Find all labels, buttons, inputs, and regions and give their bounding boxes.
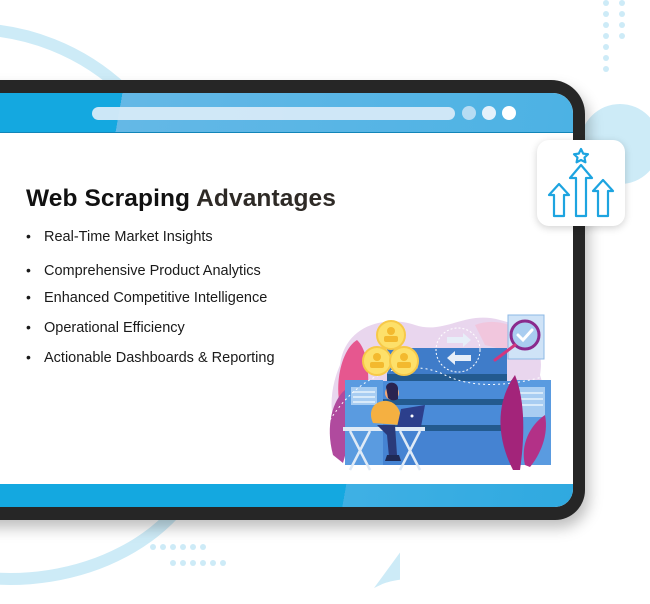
list-item-label: Actionable Dashboards & Reporting — [44, 350, 275, 366]
browser-bottom-bar — [0, 484, 573, 507]
bullet-icon: • — [26, 349, 31, 365]
decorative-dots-bottom — [170, 560, 226, 566]
list-item: • Real-Time Market Insights — [26, 228, 213, 245]
list-item: • Comprehensive Product Analytics — [26, 262, 261, 279]
growth-icon-card — [537, 140, 625, 226]
list-item-label: Real-Time Market Insights — [44, 229, 213, 245]
title-main: Web Scraping — [26, 185, 191, 212]
browser-top-bar — [0, 93, 573, 133]
list-item: • Operational Efficiency — [26, 319, 185, 336]
decorative-dots-bottom — [150, 544, 206, 550]
address-bar — [92, 107, 455, 120]
bullet-icon: • — [26, 228, 31, 244]
window-dot-icon — [502, 106, 516, 120]
decorative-leaf-shape — [374, 552, 400, 588]
list-item: • Actionable Dashboards & Reporting — [26, 349, 275, 366]
decorative-dots-top — [603, 0, 625, 72]
slide-title: Web Scraping Advantages — [26, 185, 336, 213]
bullet-icon: • — [26, 289, 31, 305]
growth-arrows-star-icon — [547, 147, 615, 218]
window-dot-icon — [462, 106, 476, 120]
bullet-icon: • — [26, 262, 31, 278]
data-analyst-illustration — [329, 314, 551, 471]
window-dot-icon — [482, 106, 496, 120]
list-item: • Enhanced Competitive Intelligence — [26, 289, 267, 306]
bullet-icon: • — [26, 319, 31, 335]
list-item-label: Enhanced Competitive Intelligence — [44, 290, 268, 306]
list-item-label: Comprehensive Product Analytics — [44, 263, 261, 279]
list-item-label: Operational Efficiency — [44, 320, 185, 336]
title-accent: Advantages — [196, 185, 337, 212]
